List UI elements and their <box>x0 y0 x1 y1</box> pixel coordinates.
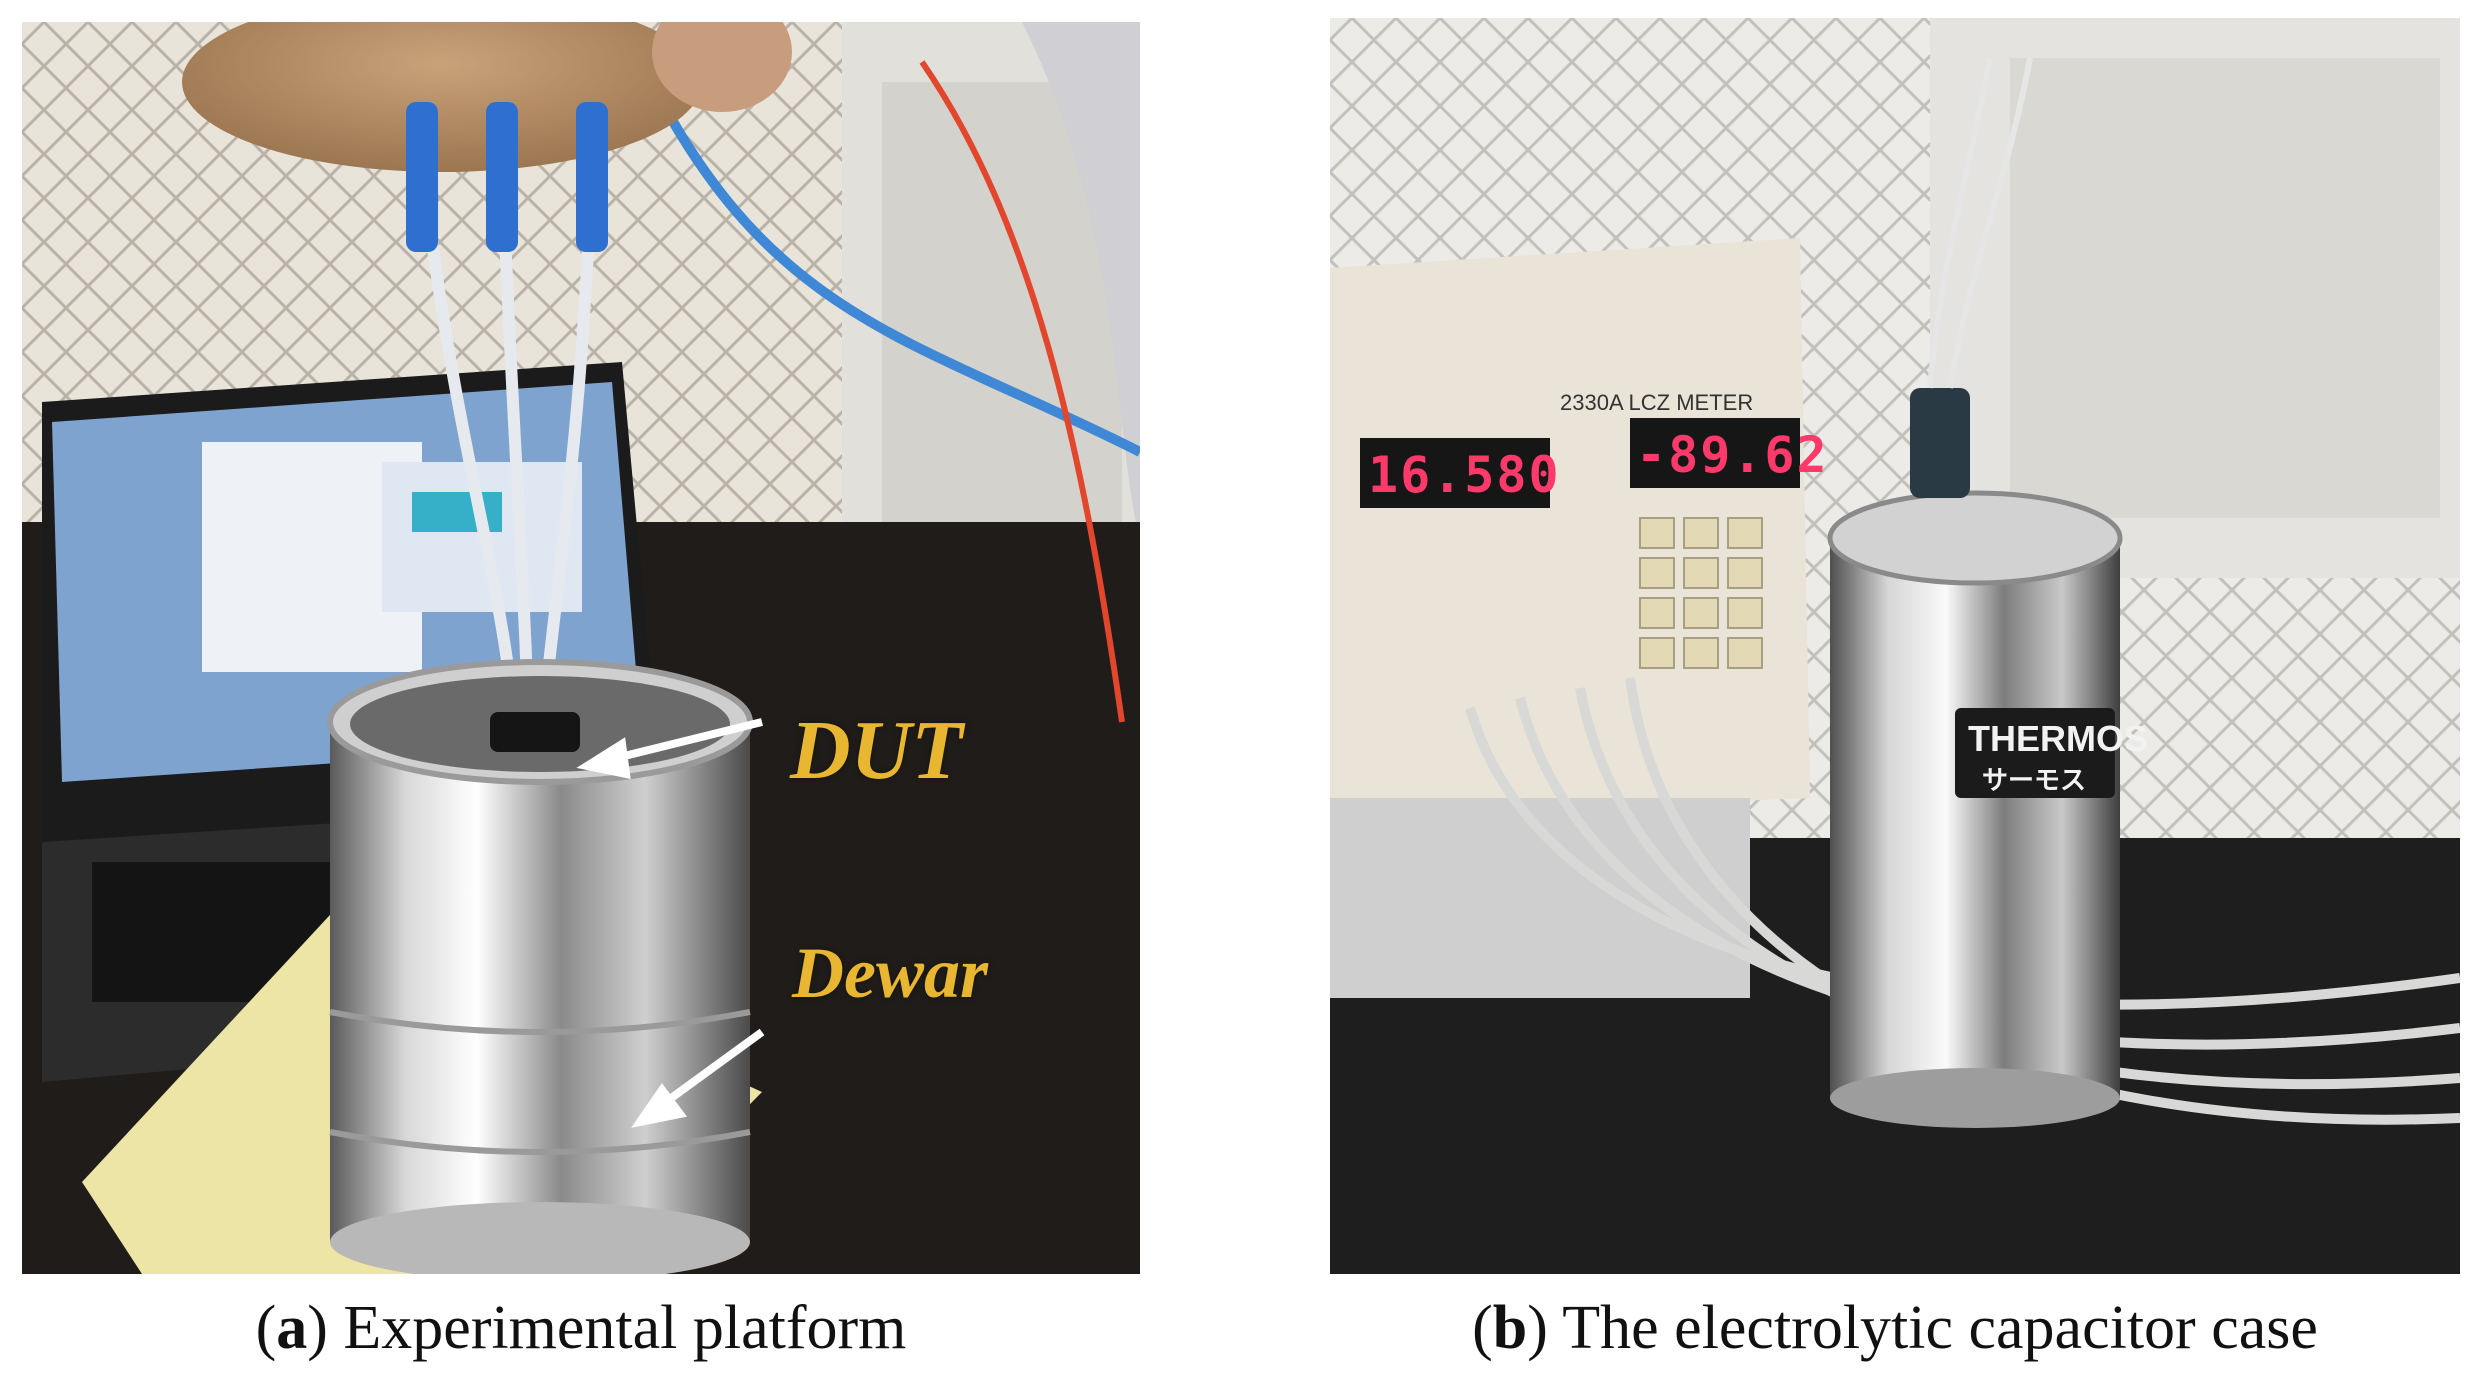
dewar-flask <box>330 722 750 1242</box>
caption-a-text: Experimental platform <box>343 1294 907 1362</box>
display-right-bg <box>1630 418 1800 488</box>
photo-a-drawing <box>22 22 1140 1274</box>
cork-lid <box>182 22 702 172</box>
caption-a-letter: a <box>276 1294 308 1362</box>
caption-b-text: The electrolytic capacitor case <box>1562 1294 2318 1362</box>
lcz-model: 2330A LCZ METER <box>1560 390 1753 416</box>
dewar-flask-b <box>1830 538 2120 1098</box>
annotation-arrows <box>576 718 765 1128</box>
annotation-dut: DUT <box>790 704 963 797</box>
dut-device <box>490 712 580 752</box>
photo-experimental-platform: DUT Dewar <box>22 22 1140 1274</box>
display-left-bg <box>1360 438 1550 508</box>
lcz-model-number: 2330A <box>1560 390 1623 415</box>
thermos-label-bg <box>1955 708 2115 798</box>
photo-capacitor-case: 16.580 -89.62 2330A LCZ METER THERMOS サー… <box>1330 18 2460 1274</box>
lcz-meter <box>1330 238 1810 818</box>
thermos-brand: THERMOS <box>1968 718 2148 759</box>
photo-b-drawing <box>1330 18 2460 1274</box>
electrolytic-capacitor <box>1910 388 1970 498</box>
caption-a: (a) Experimental platform <box>255 1294 907 1362</box>
thermos-brand-jp: サーモス <box>1982 765 2087 795</box>
caption-b-letter: b <box>1492 1294 1528 1362</box>
annotation-dewar: Dewar <box>792 933 988 1013</box>
caption-b: (b) The electrolytic capacitor case <box>1472 1294 2318 1362</box>
lcz-display-right: -89.62 <box>1636 426 1829 484</box>
lcz-display-left: 16.580 <box>1368 446 1561 504</box>
lcz-model-suffix: LCZ METER <box>1628 390 1754 415</box>
